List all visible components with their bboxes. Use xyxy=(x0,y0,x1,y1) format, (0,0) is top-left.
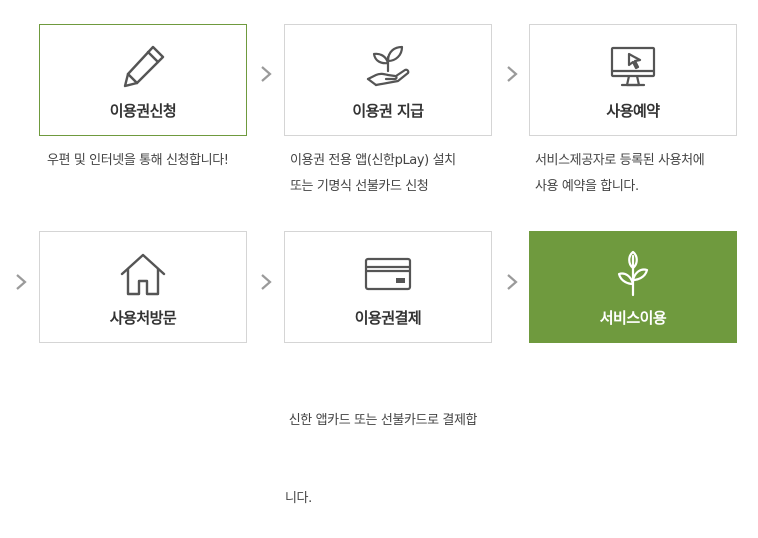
step-title: 이용권결제 xyxy=(354,309,422,327)
step-pay[interactable]: 이용권결제 xyxy=(284,231,492,343)
step-title: 서비스이용 xyxy=(599,309,667,327)
step-title: 사용예약 xyxy=(606,102,660,120)
step-visit[interactable]: 사용처방문 xyxy=(39,231,247,343)
step-issue[interactable]: 이용권 지급 xyxy=(284,24,492,136)
card-icon xyxy=(362,248,414,300)
step-title: 사용처방문 xyxy=(109,309,177,327)
chevron-right-icon xyxy=(259,64,273,84)
step-title: 이용권 지급 xyxy=(352,102,424,120)
step-description: 우편 및 인터넷을 통해 신청합니다! xyxy=(47,153,229,168)
chevron-right-icon xyxy=(259,272,273,292)
pencil-icon xyxy=(117,41,169,93)
step-description: 신한 앱카드 또는 선불카드로 결제합 니다. xyxy=(285,413,478,506)
step-service[interactable]: 서비스이용 xyxy=(529,231,737,343)
hand-sprout-icon xyxy=(362,41,414,93)
plant-icon xyxy=(607,248,659,300)
chevron-right-icon xyxy=(14,272,28,292)
step-description: 이용권 전용 앱(신한pLay) 설치 또는 기명식 선불카드 신청 xyxy=(290,153,456,194)
step-apply[interactable]: 이용권신청 xyxy=(39,24,247,136)
step-reserve[interactable]: 사용예약 xyxy=(529,24,737,136)
house-icon xyxy=(117,248,169,300)
chevron-right-icon xyxy=(505,64,519,84)
monitor-cursor-icon xyxy=(607,41,659,93)
step-description: 서비스제공자로 등록된 사용처에 사용 예약을 합니다. xyxy=(535,153,705,194)
chevron-right-icon xyxy=(505,272,519,292)
step-title: 이용권신청 xyxy=(109,102,177,120)
